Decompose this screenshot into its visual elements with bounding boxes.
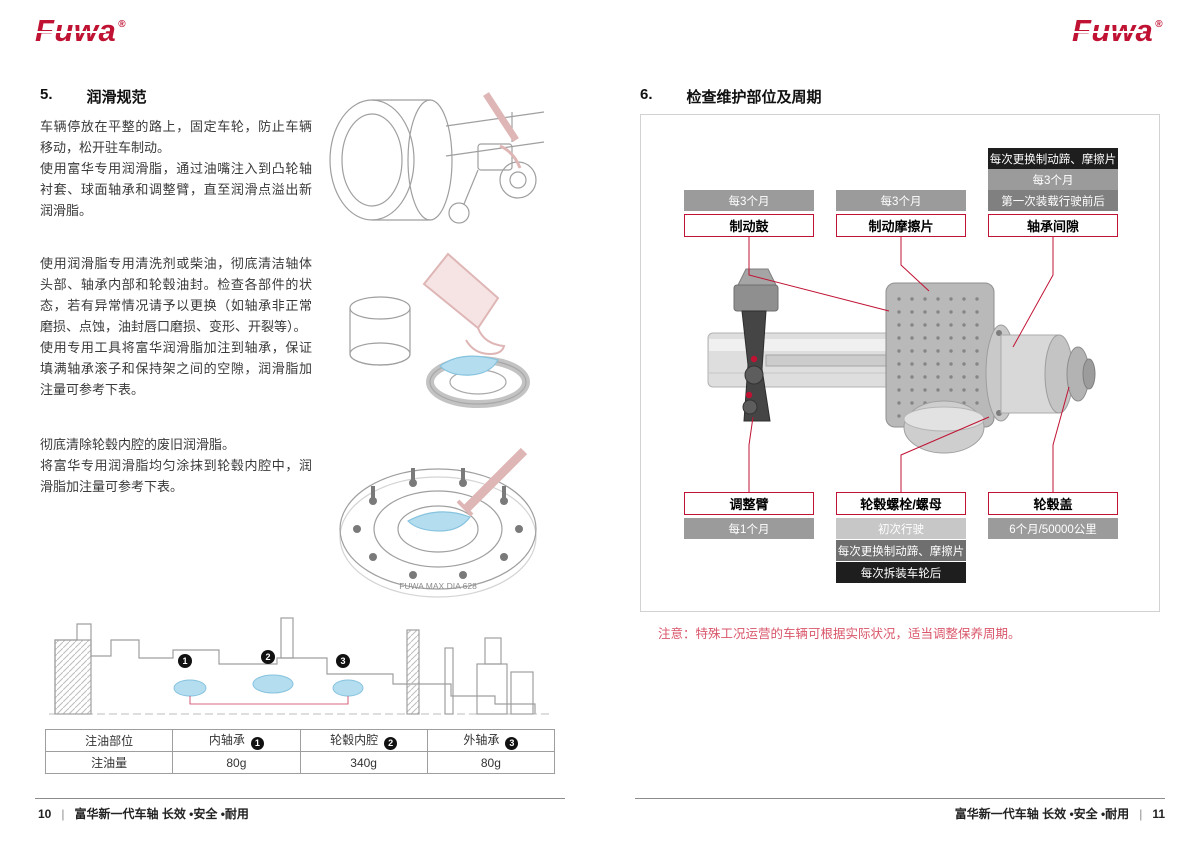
interval-bearing-3: 第一次装载行驶前后 [988,190,1118,211]
lube-text-block-3: 彻底清除轮毂内腔的废旧润滑脂。 将富华专用润滑脂均匀涂抹到轮毂内腔中，润滑脂加注… [40,434,312,497]
hub-marking-text: FUWA MAX DIA 628 [399,581,477,591]
logo-stripe [35,31,107,33]
header-cell: 轮毂内腔 2 [299,729,428,752]
header-label: 轮毂内腔 [330,733,379,748]
section-title: 润滑规范 [86,89,147,106]
interval-adjuster-arm: 每1个月 [684,518,814,539]
fuwa-logo-text: Fuwa [1072,13,1154,48]
marker-2-icon: 2 [384,736,398,750]
callout-bearing-clearance: 轴承间隙 [988,214,1118,237]
registered-mark: ® [118,19,126,30]
illustration-axle-grease-points [328,86,556,238]
header-label: 外轴承 [463,733,500,748]
right-footer: 富华新一代车轴 长效 •安全 •耐用 | 11 [955,805,1165,822]
illustration-hub-greasing: FUWA MAX DIA 628 [328,437,556,605]
table-header-row: 注油部位 内轴承 1 轮毂内腔 2 外轴承 3 [44,729,556,752]
value-cell: 340g [299,751,428,774]
table-value-row: 注油量 80g 340g 80g [44,751,556,774]
interval-hub-cap: 6个月/50000公里 [988,518,1118,539]
section-6-heading: 6. 检查维护部位及周期 [640,86,822,107]
paragraph: 使用富华专用润滑脂，通过油嘴注入到凸轮轴衬套、球面轴承和调整臂，直至润滑点溢出新… [40,161,312,218]
header-cell: 外轴承 3 [426,729,556,752]
section-title: 检查维护部位及周期 [686,89,822,106]
paragraph: 彻底清除轮毂内腔的废旧润滑脂。 [40,437,236,452]
interval-brake-pad: 每3个月 [836,190,966,211]
fuwa-logo-text: Fuwa [35,13,117,48]
interval-bearing-1: 每次更换制动蹄、摩擦片 [988,148,1118,169]
footer-divider: | [1139,806,1143,821]
registered-mark: ® [1155,19,1163,30]
footer-divider: | [61,806,65,821]
interval-bearing-2: 每3个月 [988,169,1118,190]
right-footer-rule [635,798,1165,799]
section-5-heading: 5. 润滑规范 [40,86,147,107]
fuwa-logo-left: Fuwa® [35,13,143,51]
callout-adjuster-arm: 调整臂 [684,492,814,515]
callout-brake-drum: 制动鼓 [684,214,814,237]
diagram-marker-2: 2 [261,650,275,664]
page-number: 10 [38,806,52,821]
paragraph: 将富华专用润滑脂均匀涂抹到轮毂内腔中，润滑脂加注量可参考下表。 [40,458,312,494]
maintenance-diagram-box: 每3个月 制动鼓 每3个月 制动摩擦片 每次更换制动蹄、摩擦片 每3个月 第一次… [640,114,1160,612]
value-cell: 80g [172,751,301,774]
callout-hub-bolts: 轮毂螺栓/螺母 [836,492,966,515]
paragraph: 使用润滑脂专用清洗剂或柴油，彻底清洁轴体头部、轴承内部和轮毂油封。检查各部件的状… [40,256,312,334]
logo-stripe [1072,31,1144,33]
footer-slogan: 富华新一代车轴 长效 •安全 •耐用 [954,807,1130,821]
callout-brake-pad: 制动摩擦片 [836,214,966,237]
interval-hub-bolts-3: 每次拆装车轮后 [836,562,966,583]
footer-slogan: 富华新一代车轴 长效 •安全 •耐用 [74,807,249,821]
header-label: 注油部位 [85,734,134,748]
paragraph: 使用专用工具将富华润滑脂加注到轴承，保证填满轴承滚子和保持架之间的空隙，润滑脂加… [40,340,312,397]
marker-1-icon: 1 [250,736,264,750]
illustration-axle-cross-section: 1 2 3 [45,612,555,729]
header-cell: 内轴承 1 [172,729,301,752]
interval-brake-drum: 每3个月 [684,190,814,211]
lube-text-block-1: 车辆停放在平整的路上，固定车轮，防止车辆移动，松开驻车制动。 使用富华专用润滑脂… [40,116,312,221]
maintenance-note: 注意：特殊工况运营的车辆可根据实际状况，适当调整保养周期。 [658,627,1021,641]
diagram-marker-1: 1 [178,654,192,668]
paragraph: 车辆停放在平整的路上，固定车轮，防止车辆移动，松开驻车制动。 [40,119,312,155]
section-number: 6. [640,86,653,103]
fuwa-logo-right: Fuwa® [1072,13,1180,51]
value-cell: 80g [426,751,556,774]
section-number: 5. [40,86,53,103]
lube-text-block-2: 使用润滑脂专用清洗剂或柴油，彻底清洁轴体头部、轴承内部和轮毂油封。检查各部件的状… [40,253,312,400]
interval-hub-bolts-2: 每次更换制动蹄、摩擦片 [836,540,966,561]
diagram-marker-3: 3 [336,654,350,668]
oil-fill-table: 注油部位 内轴承 1 轮毂内腔 2 外轴承 3 注油量 80g 340g 80g [44,729,556,774]
callout-hub-cap: 轮毂盖 [988,492,1118,515]
marker-3-icon: 3 [505,736,519,750]
illustration-axle-assembly [686,255,1126,495]
header-cell: 注油部位 [44,729,174,752]
illustration-bearing-cleaning [328,250,556,425]
row-label-cell: 注油量 [44,751,174,774]
left-footer: 10 | 富华新一代车轴 长效 •安全 •耐用 [38,805,249,822]
page-number: 11 [1152,806,1165,821]
interval-hub-bolts-1: 初次行驶 [836,518,966,539]
header-label: 内轴承 [208,733,245,748]
left-footer-rule [35,798,565,799]
